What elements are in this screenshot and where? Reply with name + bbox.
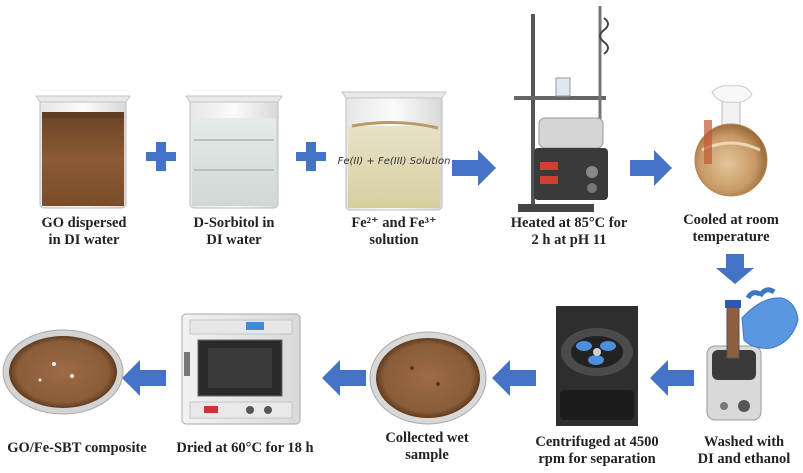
beaker-handwritten-label: Fe(II) + Fe(III) Solution [338, 156, 451, 167]
step-caption-go: GO dispersed in DI water [28, 215, 140, 249]
arrow-left-icon [122, 360, 166, 396]
caption-line: in DI water [48, 232, 120, 248]
caption-line: Fe²⁺ and Fe³⁺ [351, 215, 437, 231]
plus-icon [146, 142, 176, 171]
arrow-down-icon [716, 254, 754, 284]
caption-line: DI water [206, 232, 262, 248]
drying-oven-image [181, 313, 301, 425]
caption-line: sample [405, 447, 449, 463]
caption-line: DI and ethanol [697, 451, 791, 467]
arrow-right-icon [630, 150, 672, 186]
caption-line: GO dispersed [41, 215, 127, 231]
step-caption-sorbitol: D-Sorbitol in DI water [182, 215, 286, 249]
sorbitol-beaker-image [185, 95, 283, 209]
centrifuge-image [556, 306, 638, 426]
go-beaker-image [35, 95, 131, 209]
caption-line: 2 h at pH 11 [531, 232, 607, 248]
arrow-left-icon [322, 360, 366, 396]
caption-line: Collected wet [385, 430, 469, 446]
caption-line: rpm for separation [538, 451, 656, 467]
arrow-left-icon [650, 360, 694, 396]
hotplate-stirrer-image [514, 6, 609, 212]
round-flask-image [694, 85, 768, 197]
step-caption-collected: Collected wet sample [368, 430, 486, 464]
wet-sample-dish-image [369, 331, 487, 425]
arrow-right-icon [452, 150, 496, 186]
step-caption-centrifuged: Centrifuged at 4500 rpm for separation [526, 434, 668, 468]
step-caption-fe: Fe²⁺ and Fe³⁺ solution [340, 215, 448, 249]
caption-line: Centrifuged at 4500 [535, 434, 659, 450]
step-caption-washed: Washed with DI and ethanol [686, 434, 802, 468]
caption-line: Dried at 60°C for 18 h [176, 440, 314, 456]
caption-line: Cooled at room [683, 212, 779, 228]
fe-solution-beaker-image: Fe(II) + Fe(III) Solution [338, 91, 451, 211]
step-caption-heated: Heated at 85°C for 2 h at pH 11 [494, 215, 644, 249]
caption-line: temperature [692, 229, 770, 245]
vortex-mixer-image [706, 287, 799, 421]
caption-line: solution [369, 232, 419, 248]
caption-line: D-Sorbitol in [193, 215, 275, 231]
arrow-left-icon [492, 360, 536, 396]
step-caption-cooled: Cooled at room temperature [670, 212, 792, 246]
step-caption-composite: GO/Fe-SBT composite [2, 440, 152, 457]
caption-line: Heated at 85°C for [510, 215, 628, 231]
composite-dish-image [2, 329, 124, 415]
caption-line: Washed with [703, 434, 785, 450]
step-caption-dried: Dried at 60°C for 18 h [170, 440, 320, 457]
plus-icon [296, 142, 326, 171]
caption-line: GO/Fe-SBT composite [7, 440, 147, 456]
